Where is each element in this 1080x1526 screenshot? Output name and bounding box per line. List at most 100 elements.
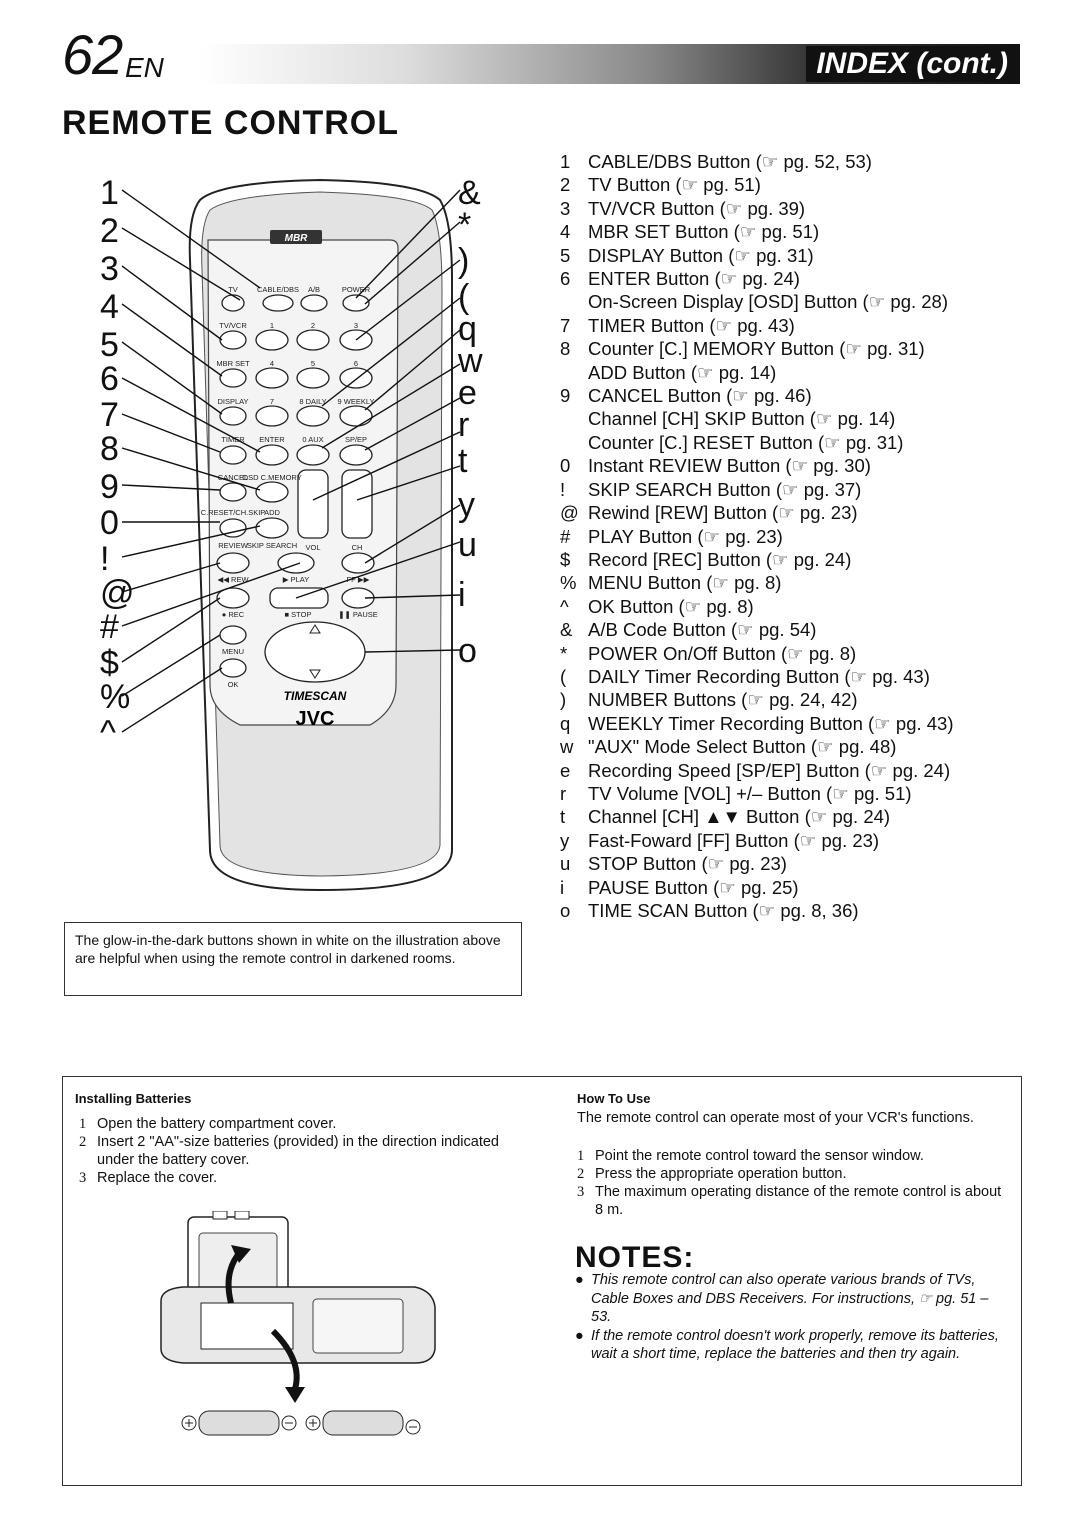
btn-label-2: 2 bbox=[311, 321, 315, 330]
legend-item: )NUMBER Buttons (☞ pg. 24, 42) bbox=[560, 689, 858, 711]
btn-label-cable: CABLE/DBS bbox=[257, 285, 299, 294]
note-item: ●This remote control can also operate va… bbox=[575, 1272, 989, 1325]
callout-o: o bbox=[458, 632, 477, 670]
btn-label-7: 7 bbox=[270, 397, 274, 406]
note-item: ●If the remote control doesn't work prop… bbox=[575, 1327, 999, 1363]
callout-7: 7 bbox=[100, 396, 119, 434]
btn-label-rew: ◀◀ REW bbox=[217, 575, 249, 584]
btn-label-review: REVIEW bbox=[218, 541, 249, 550]
callout-2: 2 bbox=[100, 212, 119, 250]
timescan-logo: TIMESCAN bbox=[284, 689, 347, 703]
btn-label-tvvcr: TV/VCR bbox=[219, 321, 247, 330]
callout-0: 0 bbox=[100, 504, 119, 542]
callout-amp: & bbox=[458, 174, 481, 212]
remote-illustration: MBR TV CABLE/DBS A/B POWER TV/VCR 1 2 3 … bbox=[121, 178, 461, 892]
callout-percent: % bbox=[100, 678, 131, 716]
callout-3: 3 bbox=[100, 250, 119, 288]
btn-label-ok: OK bbox=[228, 680, 239, 689]
btn-label-creset: C.RESET/CH.SKIP bbox=[201, 508, 266, 517]
btn-label-display: DISPLAY bbox=[217, 397, 248, 406]
btn-label-0: 0 AUX bbox=[302, 435, 323, 444]
btn-label-ab: A/B bbox=[308, 285, 320, 294]
callout-1: 1 bbox=[100, 174, 119, 212]
jvc-logo: JVC bbox=[296, 708, 335, 730]
btn-label-play: ▶ PLAY bbox=[283, 575, 309, 584]
callout-8: 8 bbox=[100, 430, 119, 468]
page-number: 62 bbox=[62, 23, 123, 86]
callout-lparen: ( bbox=[458, 278, 470, 316]
legend-item: @Rewind [REW] Button (☞ pg. 23) bbox=[560, 502, 858, 524]
legend-item: *POWER On/Off Button (☞ pg. 8) bbox=[560, 642, 857, 664]
legend-item: $Record [REC] Button (☞ pg. 24) bbox=[560, 548, 852, 570]
battery-illustration bbox=[160, 1211, 436, 1436]
callout-9: 9 bbox=[100, 468, 119, 506]
callout-at: @ bbox=[100, 574, 135, 612]
btn-label-9: 9 WEEKLY bbox=[338, 397, 375, 406]
callout-hash: # bbox=[100, 608, 119, 646]
legend-item: &A/B Code Button (☞ pg. 54) bbox=[560, 619, 817, 641]
callout-w: w bbox=[458, 342, 483, 380]
btn-label-timer: TIMER bbox=[221, 435, 245, 444]
btn-label-rec: ● REC bbox=[222, 610, 245, 619]
legend-item: #PLAY Button (☞ pg. 23) bbox=[560, 525, 783, 547]
mbr-logo: MBR bbox=[285, 233, 309, 244]
legend-item: (DAILY Timer Recording Button (☞ pg. 43) bbox=[560, 665, 930, 687]
btn-label-ff: FF ▶▶ bbox=[347, 575, 371, 584]
btn-label-4: 4 bbox=[270, 359, 274, 368]
callout-4: 4 bbox=[100, 288, 119, 326]
btn-label-enter: ENTER bbox=[259, 435, 285, 444]
callout-excl: ! bbox=[100, 540, 110, 578]
glow-note-box: The glow-in-the-dark buttons shown in wh… bbox=[64, 922, 522, 996]
callout-dollar: $ bbox=[100, 644, 119, 682]
btn-label-8: 8 DAILY bbox=[299, 397, 326, 406]
btn-label-stop: ■ STOP bbox=[285, 610, 312, 619]
btn-label-3: 3 bbox=[354, 321, 358, 330]
btn-label-6: 6 bbox=[354, 359, 358, 368]
btn-label-skipsearch: SKIP SEARCH bbox=[247, 541, 297, 550]
legend-item: !SKIP SEARCH Button (☞ pg. 37) bbox=[560, 478, 862, 500]
callout-caret: ^ bbox=[100, 714, 116, 752]
btn-label-ch: CH bbox=[352, 543, 363, 552]
btn-label-tv: TV bbox=[228, 285, 238, 294]
installing-heading: Installing Batteries bbox=[75, 1091, 192, 1106]
btn-label-mbrset: MBR SET bbox=[216, 359, 250, 368]
section-title: INDEX (cont.) bbox=[806, 46, 1018, 82]
callout-6: 6 bbox=[100, 360, 119, 398]
how-to-use-heading: How To Use bbox=[577, 1091, 651, 1106]
callout-u: u bbox=[458, 526, 477, 564]
language-code: EN bbox=[125, 52, 164, 83]
btn-label-cmemory: OSD C.MEMORY bbox=[242, 473, 301, 482]
legend-item: %MENU Button (☞ pg. 8) bbox=[560, 572, 782, 594]
legend-item: Counter [C.] RESET Button (☞ pg. 31) bbox=[588, 431, 904, 453]
callout-star: * bbox=[458, 206, 472, 244]
callout-q: q bbox=[458, 310, 477, 348]
btn-label-pause: ❚❚ PAUSE bbox=[338, 610, 378, 619]
notes-title: NOTES: bbox=[575, 1241, 695, 1274]
page-title: REMOTE CONTROL bbox=[62, 104, 399, 142]
legend-item: ADD Button (☞ pg. 14) bbox=[588, 361, 777, 383]
callout-e: e bbox=[458, 374, 477, 412]
btn-label-5: 5 bbox=[311, 359, 315, 368]
how-to-use-intro: The remote control can operate most of y… bbox=[577, 1110, 974, 1126]
